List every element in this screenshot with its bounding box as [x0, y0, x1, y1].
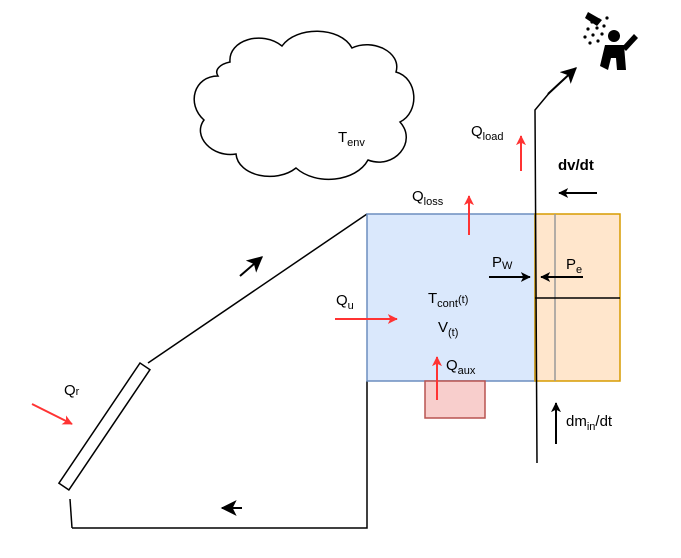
outlet-arrow [547, 67, 577, 95]
return-pipe [72, 381, 368, 529]
label-q-aux: Qaux [446, 357, 476, 377]
label-dv-dt: dv/dt [558, 157, 594, 174]
outlet-pipe [534, 91, 551, 464]
aux-heater [424, 380, 486, 419]
label-p-w: PW [492, 254, 513, 272]
shower-person-icon [583, 12, 638, 70]
flow-arrow-up [239, 256, 264, 277]
solar-collector [57, 361, 151, 491]
q-r-arrow [31, 403, 73, 425]
collector-pipe-bottom [69, 498, 73, 529]
label-q-load: Qload [471, 123, 503, 143]
label-q-loss: Qloss [412, 188, 444, 208]
label-q-u: Qu [336, 292, 354, 312]
label-v-t: V(t) [438, 319, 458, 339]
cloud-icon [193, 30, 415, 181]
label-p-e: Pe [566, 256, 582, 276]
label-t-cont: Tcont(t) [428, 290, 468, 310]
label-q-r: Qr [64, 382, 80, 399]
label-dm-in-dt: dmin/dt [566, 413, 613, 433]
collector-pipe-top [147, 213, 368, 364]
label-t-env: Tenv [338, 129, 365, 149]
